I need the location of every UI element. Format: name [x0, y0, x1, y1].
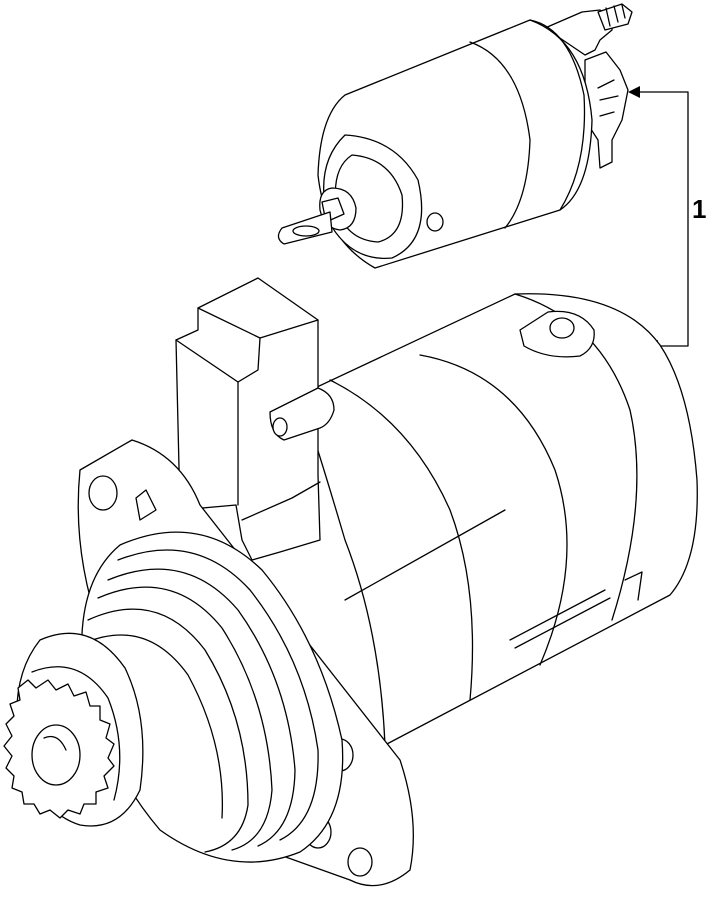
nose-housing [79, 531, 344, 863]
callout-label-1: 1 [692, 194, 707, 224]
pinion-gear [3, 632, 144, 827]
motor-housing [299, 293, 698, 746]
callout-leader [628, 86, 689, 352]
terminal-block [175, 277, 335, 561]
solenoid [277, 3, 633, 269]
arrowhead-solenoid [628, 86, 640, 98]
